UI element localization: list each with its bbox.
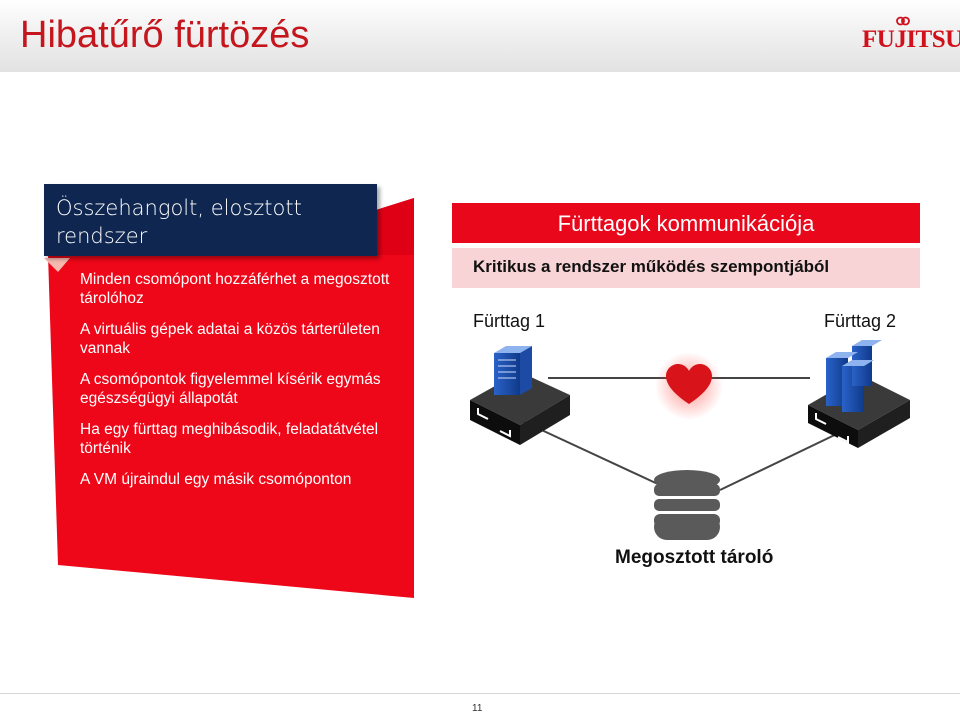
page-number: 11 [472, 703, 483, 714]
storage-label: Megosztott tároló [615, 547, 774, 568]
database-icon [654, 470, 720, 540]
server-icon [470, 346, 570, 445]
slide-title: Hibatűrő fürtözés [20, 14, 310, 56]
critical-subheader: Kritikus a rendszer működés szempontjábó… [452, 248, 920, 288]
communication-header: Fürttagok kommunikációja [452, 203, 920, 243]
fujitsu-logo-mark [896, 16, 910, 26]
footer-divider [0, 693, 960, 694]
header-band [0, 0, 960, 72]
heart-icon [655, 352, 723, 420]
node2-label: Fürttag 2 [824, 311, 897, 331]
bullet-item: A csomópontok figyelemmel kísérik egymás… [80, 371, 381, 407]
server-icon [808, 340, 910, 448]
bullet-item: A virtuális gépek adatai a közös tárterü… [80, 321, 380, 357]
bullet-item: Minden csomópont hozzáférhet a megosztot… [80, 271, 390, 307]
box-title: Összehangolt, elosztott rendszer [44, 184, 377, 256]
bullet-list: Minden csomópont hozzáférhet a megosztot… [80, 270, 400, 501]
bullet-item: A VM újraindul egy másik csomóponton [80, 471, 352, 488]
bullet-item: Ha egy fürttag meghibásodik, feladatátvé… [80, 421, 379, 457]
node1-label: Fürttag 1 [473, 311, 546, 331]
fujitsu-logo: FUJITSU [862, 26, 960, 53]
